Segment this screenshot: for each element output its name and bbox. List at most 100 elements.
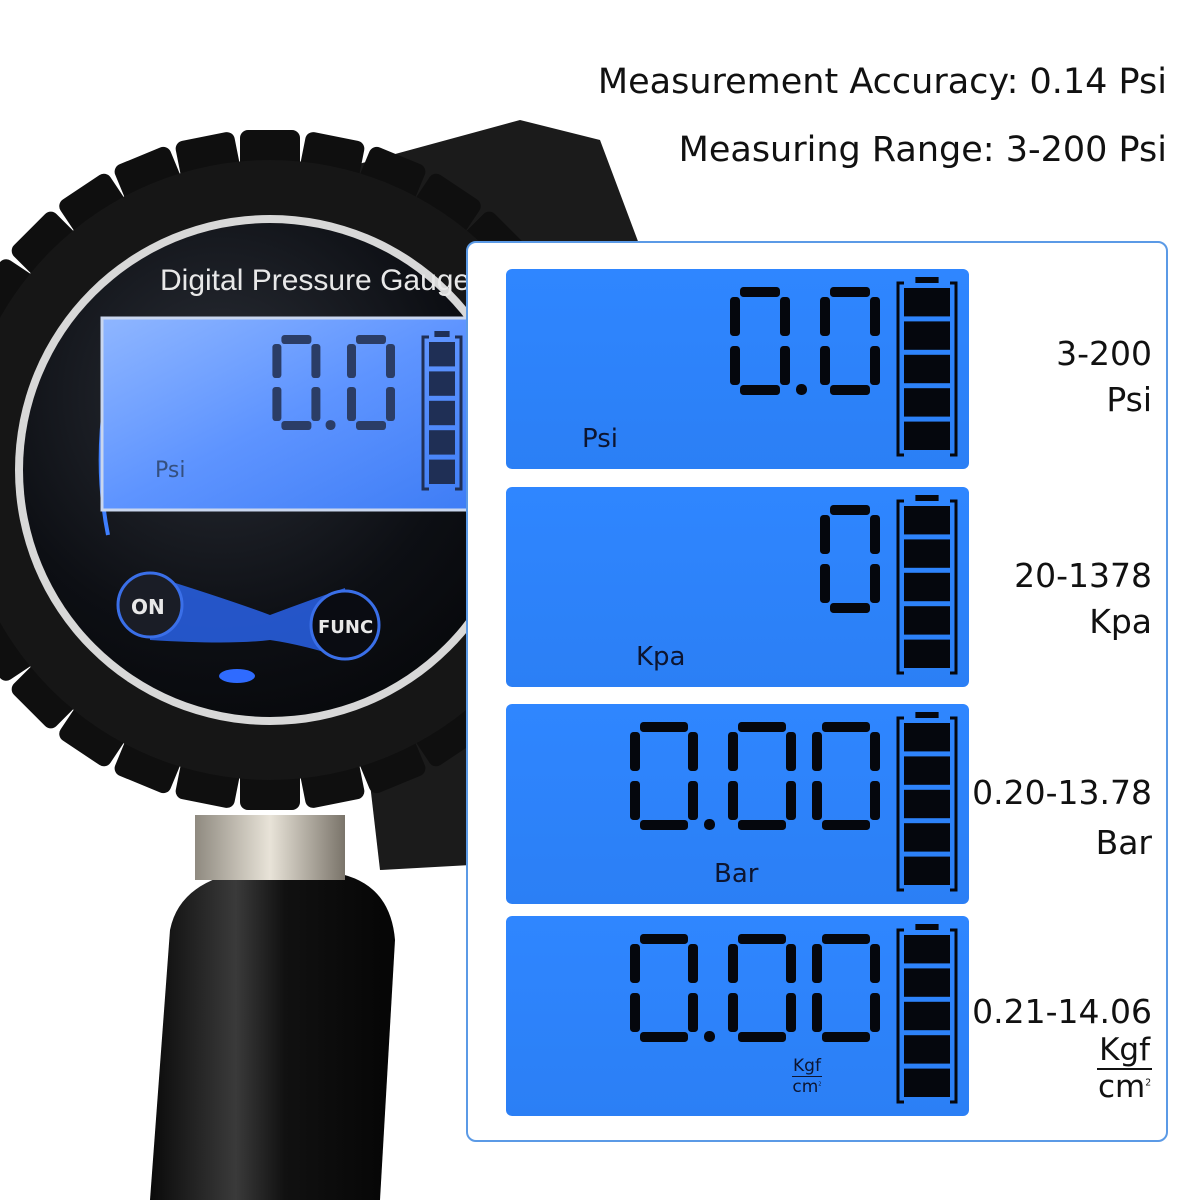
range-bar-unit: Bar (1095, 823, 1152, 862)
bumper-tooth (59, 173, 128, 238)
lcd-display-psi: Psi (506, 269, 969, 469)
lcd-1-battery-bar (904, 539, 950, 568)
lcd-2-battery-bar (904, 756, 950, 785)
range-psi-value: 3-200 (1056, 334, 1152, 373)
lcd-reading-0 (730, 287, 880, 395)
lcd-kpa-graphics (820, 495, 958, 675)
device-digit (347, 335, 395, 430)
range-kpa: 20-1378 Kpa (1014, 553, 1152, 645)
lcd-3-battery-bar (904, 1035, 950, 1064)
lcd-3-battery-cap (915, 924, 939, 930)
lcd-3-battery-bar (904, 968, 950, 997)
lcd-unit-kpa: Kpa (636, 642, 686, 672)
func-button[interactable] (309, 589, 381, 661)
lcd-0-digit (820, 287, 880, 395)
lcd-0-decimal-point (796, 384, 807, 395)
bumper-tooth (0, 612, 38, 681)
device-unit: Psi (155, 458, 185, 483)
lcd-bar-graphics (630, 712, 958, 892)
lcd-unit-kgf-sup: 2 (818, 1081, 822, 1088)
lcd-3-battery-bar (904, 935, 950, 964)
lcd-1-battery-frame (896, 499, 958, 675)
lcd-3-digit (728, 934, 796, 1042)
lcd-1-battery-bar (904, 606, 950, 635)
range-psi: 3-200 Psi (1056, 331, 1152, 423)
range-psi-unit: Psi (1106, 380, 1152, 419)
measuring-range: Measuring Range: 3-200 Psi (678, 130, 1167, 170)
lcd-0-battery-bar (904, 288, 950, 317)
lcd-0-battery-frame (896, 281, 958, 457)
lcd-reading-3 (630, 934, 880, 1042)
lcd-3-decimal-point (704, 1031, 715, 1042)
device-battery-bar (429, 342, 455, 367)
bumper-tooth (59, 702, 128, 767)
device-reading (272, 335, 395, 430)
lcd-0-battery-bar (904, 421, 950, 450)
lcd-0-battery-bar (904, 321, 950, 350)
bumper-tooth (0, 259, 38, 328)
device-screen (100, 316, 482, 512)
on-button[interactable] (116, 571, 184, 639)
lcd-3-battery-frame (896, 928, 958, 1104)
device-title: Digital Pressure Gauge (160, 264, 470, 297)
unit-displays-panel: Psi 3-200 Psi Kpa 20-1378 Kpa Bar 0.20-1… (466, 241, 1168, 1142)
lcd-unit-kgf-den: cm (792, 1077, 819, 1097)
device-battery-bar (429, 371, 455, 396)
battery-icon (896, 495, 958, 675)
bumper-tooth (412, 702, 481, 767)
range-kpa-value: 20-1378 (1014, 556, 1152, 595)
range-bar: 0.20-13.78 Bar (972, 770, 1152, 866)
lcd-unit-psi: Psi (582, 424, 618, 454)
lcd-display-bar: Bar (506, 704, 969, 904)
lcd-3-digit (630, 934, 698, 1042)
range-kgf-unit-den: cm (1097, 1069, 1146, 1105)
device-battery-bar (429, 459, 455, 484)
lcd-unit-kgf-num: Kgf (792, 1056, 822, 1077)
lcd-0-battery-cap (915, 277, 939, 283)
device-battery-frame (421, 335, 463, 491)
lcd-0-battery-bar (904, 388, 950, 417)
range-kpa-unit: Kpa (1089, 602, 1152, 641)
lcd-2-battery-cap (915, 712, 939, 718)
lcd-1-battery-bar (904, 639, 950, 668)
lcd-display-kgf: Kgf cm2 (506, 916, 969, 1116)
device-battery-icon (421, 331, 463, 491)
indicator-light (219, 669, 255, 683)
range-kgf: 0.21-14.06 Kgf cm2 (972, 989, 1152, 1109)
hose (150, 870, 395, 1200)
lcd-2-battery-bar (904, 823, 950, 852)
lcd-unit-kgf: Kgf cm2 (792, 1058, 822, 1096)
lcd-1-battery-cap (915, 495, 939, 501)
bumper-tooth (11, 661, 79, 729)
lcd-2-digit (630, 722, 698, 830)
range-kgf-unit: Kgf cm2 (1097, 1035, 1152, 1103)
on-button-label: ON (131, 595, 165, 619)
range-kgf-value: 0.21-14.06 (972, 992, 1152, 1031)
lcd-reading-1 (820, 505, 880, 613)
lcd-2-battery-frame (896, 716, 958, 892)
lcd-kgf-graphics (630, 924, 958, 1104)
lcd-1-battery-bar (904, 506, 950, 535)
lcd-1-digit (820, 505, 880, 613)
lcd-display-kpa: Kpa (506, 487, 969, 687)
lcd-3-digit (812, 934, 880, 1042)
bumper-tooth (11, 211, 79, 279)
range-bar-value: 0.20-13.78 (972, 773, 1152, 812)
lcd-3-battery-bar (904, 1068, 950, 1097)
lcd-1-battery-bar (904, 572, 950, 602)
lcd-2-digit (728, 722, 796, 830)
lcd-psi-graphics (730, 277, 958, 457)
battery-icon (896, 924, 958, 1104)
battery-icon (896, 712, 958, 892)
lcd-2-battery-bar (904, 856, 950, 885)
lcd-reading-2 (630, 722, 880, 830)
lcd-3-battery-bar (904, 1001, 950, 1031)
device-battery-cap (434, 331, 450, 337)
lcd-2-decimal-point (704, 819, 715, 830)
lcd-2-digit (812, 722, 880, 830)
device-battery-bar (429, 430, 455, 455)
device-decimal-point (325, 420, 336, 430)
device-battery-bar (429, 400, 455, 426)
func-button-label: FUNC (318, 617, 373, 638)
lcd-unit-bar: Bar (714, 859, 759, 889)
